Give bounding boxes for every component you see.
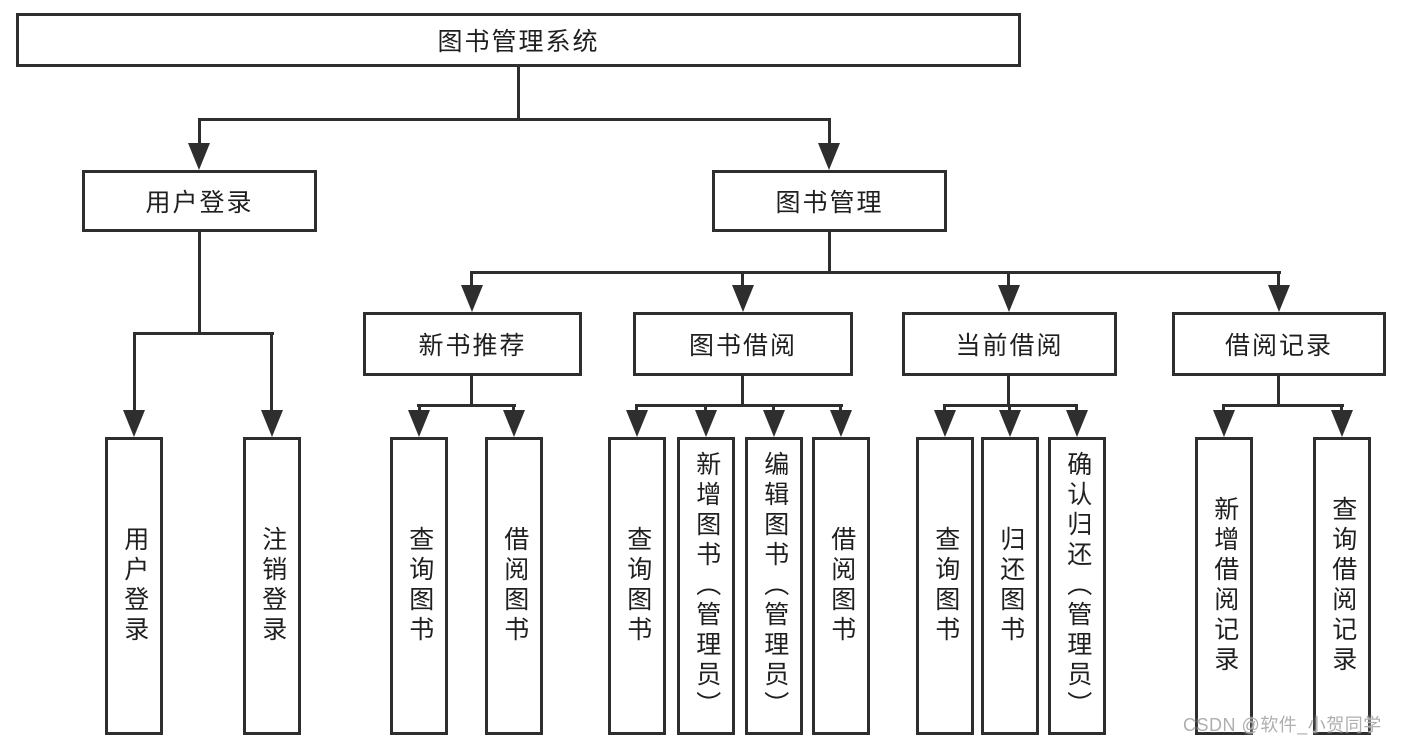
leaf-confirm-return-admin: 确认归还（管理员） [1048, 437, 1106, 735]
node-book-management: 图书管理 [712, 170, 947, 232]
connector-root-arm [198, 118, 831, 121]
node-label: 确认归还（管理员） [1063, 451, 1092, 721]
arrow-down-icon [461, 285, 483, 312]
node-label: 查询借阅记录 [1328, 496, 1357, 676]
connector-leaf-shaft [772, 404, 775, 414]
arrow-down-icon [763, 410, 785, 437]
leaf-borrow-books-1: 借阅图书 [485, 437, 543, 735]
node-label: 新增图书（管理员） [692, 451, 721, 721]
leaf-add-borrow-record: 新增借阅记录 [1195, 437, 1253, 735]
connector-leaf-shaft [512, 404, 515, 414]
connector-mgmt-shaft-3 [1007, 271, 1010, 286]
node-book-borrow: 图书借阅 [633, 312, 853, 376]
arrow-down-icon [1213, 410, 1235, 437]
node-label: 新增借阅记录 [1210, 496, 1239, 676]
leaf-query-books-2: 查询图书 [608, 437, 666, 735]
connector-leaf-shaft [418, 404, 421, 414]
arrow-down-icon [1268, 285, 1290, 312]
connector-mgmt-shaft-1 [470, 271, 473, 286]
leaf-user-login: 用户登录 [105, 437, 163, 735]
leaf-add-book-admin: 新增图书（管理员） [677, 437, 735, 735]
node-label: 用户登录 [120, 526, 149, 646]
arrow-down-icon [626, 410, 648, 437]
node-label: 查询图书 [931, 526, 960, 646]
node-current-borrow: 当前借阅 [902, 312, 1117, 376]
node-user-login: 用户登录 [82, 170, 317, 232]
arrow-down-icon [188, 143, 210, 170]
arrow-down-icon [503, 410, 525, 437]
node-borrow-records: 借阅记录 [1172, 312, 1386, 376]
leaf-return-books: 归还图书 [981, 437, 1039, 735]
connector-leaf-shaft [1075, 404, 1078, 414]
connector-leaf-shaft [1008, 404, 1011, 414]
leaf-query-borrow-record: 查询借阅记录 [1313, 437, 1371, 735]
connector-leaf-shaft [943, 404, 946, 414]
connector-root-left-shaft [198, 118, 201, 145]
connector-mgmt-stub [828, 232, 831, 273]
connector-leaf-shaft [1222, 404, 1225, 414]
node-label: 图书管理 [775, 189, 884, 217]
connector-l4-arm-2 [635, 404, 843, 407]
connector-l3-stub-3 [1007, 376, 1010, 406]
node-label: 图书借阅 [688, 332, 797, 360]
connector-login-left-shaft [133, 332, 136, 412]
node-label: 编辑图书（管理员） [760, 451, 789, 721]
connector-login-arm [133, 332, 274, 335]
leaf-borrow-books-2: 借阅图书 [812, 437, 870, 735]
arrow-down-icon [408, 410, 430, 437]
node-library-system: 图书管理系统 [16, 13, 1021, 67]
node-label: 借阅图书 [500, 526, 529, 646]
node-label: 归还图书 [996, 526, 1025, 646]
arrow-down-icon [732, 285, 754, 312]
node-label: 借阅记录 [1224, 332, 1333, 360]
arrow-down-icon [261, 410, 283, 437]
csdn-watermark: CSDN @软件_小贺同学 [1183, 715, 1382, 735]
connector-login-right-shaft [270, 332, 273, 412]
connector-leaf-shaft [635, 404, 638, 414]
arrow-down-icon [830, 410, 852, 437]
connector-login-stub [198, 232, 201, 334]
connector-root-right-shaft [828, 118, 831, 145]
arrow-down-icon [934, 410, 956, 437]
node-label: 新书推荐 [418, 332, 527, 360]
node-label: 用户登录 [145, 189, 254, 217]
connector-l4-arm-1 [417, 404, 516, 407]
arrow-down-icon [1066, 410, 1088, 437]
leaf-query-books-3: 查询图书 [916, 437, 974, 735]
connector-l4-arm-4 [1222, 404, 1344, 407]
node-label: 注销登录 [258, 526, 287, 646]
arrow-down-icon [123, 410, 145, 437]
node-label: 查询图书 [405, 526, 434, 646]
node-new-book-recommend: 新书推荐 [363, 312, 582, 376]
node-label: 查询图书 [623, 526, 652, 646]
leaf-edit-book-admin: 编辑图书（管理员） [745, 437, 803, 735]
connector-mgmt-shaft-4 [1277, 271, 1280, 286]
arrow-down-icon [999, 410, 1021, 437]
leaf-query-books-1: 查询图书 [390, 437, 448, 735]
arrow-down-icon [1331, 410, 1353, 437]
connector-leaf-shaft [1340, 404, 1343, 414]
node-label: 借阅图书 [827, 526, 856, 646]
arrow-down-icon [695, 410, 717, 437]
connector-mgmt-arm [470, 271, 1281, 274]
connector-l3-stub-1 [470, 376, 473, 406]
node-label: 图书管理系统 [437, 28, 600, 56]
connector-leaf-shaft [704, 404, 707, 414]
leaf-logout: 注销登录 [243, 437, 301, 735]
connector-l3-stub-2 [741, 376, 744, 406]
connector-mgmt-shaft-2 [741, 271, 744, 286]
arrow-down-icon [818, 143, 840, 170]
connector-l3-stub-4 [1277, 376, 1280, 406]
connector-leaf-shaft [839, 404, 842, 414]
connector-root-stub [517, 67, 520, 120]
node-label: 当前借阅 [955, 332, 1064, 360]
arrow-down-icon [998, 285, 1020, 312]
